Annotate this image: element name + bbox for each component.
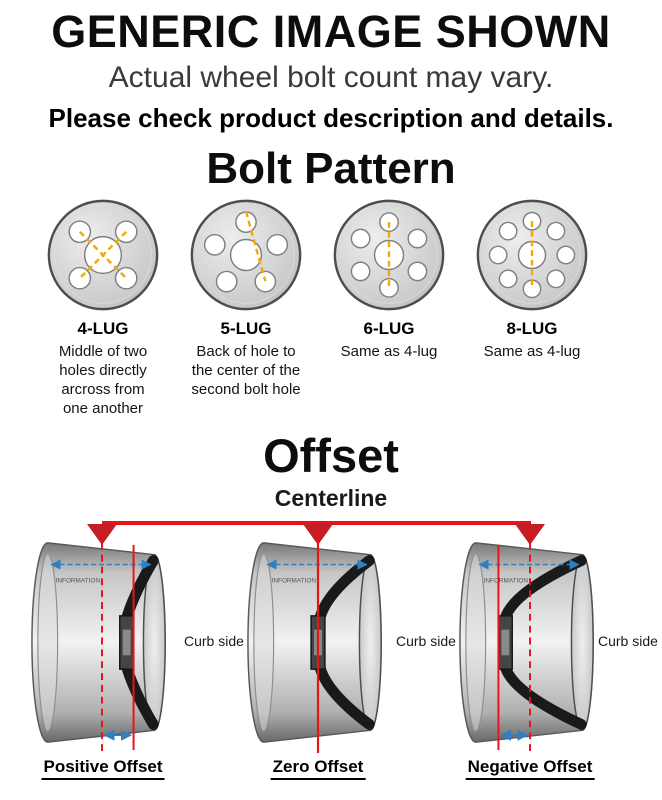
bolt-holes xyxy=(68,220,138,290)
center-bore xyxy=(229,238,263,272)
hub-bore xyxy=(501,629,510,656)
rim-lip xyxy=(253,552,275,732)
barrel-text: INFORMATION xyxy=(56,577,101,584)
curb-side-label: Curb side xyxy=(396,632,456,649)
bolt-count-subtitle: Actual wheel bolt count may vary. xyxy=(108,60,554,94)
8-lug-wheel-diagram xyxy=(476,199,588,311)
lug-item-6: 6-LUG Same as 4-lug xyxy=(319,197,459,418)
lug-label: 6-LUG xyxy=(363,318,415,338)
lug-description: Back of hole to the center of the second… xyxy=(191,342,301,398)
generic-image-title: GENERIC IMAGE SHOWN xyxy=(51,6,611,57)
rim-lip xyxy=(465,552,487,732)
wheel-face xyxy=(142,553,166,731)
check-description-note: Please check product description and det… xyxy=(48,103,614,134)
offset-diagram: Centerline INFORMATION xyxy=(0,483,662,789)
wheel-face xyxy=(570,553,594,731)
centerline-bar xyxy=(102,520,531,525)
bolt-pattern-title: Bolt Pattern xyxy=(206,144,456,194)
lug-label: 8-LUG xyxy=(506,318,558,338)
curb-side-label: Curb side xyxy=(598,632,658,649)
lug-description: Same as 4-lug xyxy=(483,342,581,360)
bolt-holes xyxy=(203,211,289,293)
bolt-holes xyxy=(488,211,576,299)
measure-line xyxy=(244,211,267,282)
barrel-text: INFORMATION xyxy=(484,577,529,584)
centerline-label: Centerline xyxy=(274,484,388,511)
5-lug-wheel-diagram xyxy=(190,199,302,311)
offset-section: Offset Centerline INFORMATION xyxy=(0,429,662,789)
lug-item-5: 5-LUG Back of hole to the center of the … xyxy=(176,197,316,418)
barrel-text: INFORMATION xyxy=(272,577,317,584)
zero-offset-wheel-diagram: INFORMATION xyxy=(247,530,382,753)
negative-offset-label: Negative Offset xyxy=(465,757,595,780)
curb-side-label: Curb side xyxy=(184,632,244,649)
lug-label: 5-LUG xyxy=(220,318,272,338)
hub-bore xyxy=(122,629,131,656)
lug-item-4: 4-LUG Middle of two holes directly arcro… xyxy=(33,197,173,418)
negative-offset-wheel-diagram: INFORMATION xyxy=(459,530,594,753)
measure-lines xyxy=(78,230,128,279)
rim-lip xyxy=(37,552,59,732)
bolt-pattern-section: Bolt Pattern 4-LUG Midd xyxy=(0,144,662,418)
lug-label: 4-LUG xyxy=(77,318,129,338)
positive-offset-label: Positive Offset xyxy=(41,757,165,780)
offset-title: Offset xyxy=(263,429,399,483)
lug-description: Same as 4-lug xyxy=(340,342,438,360)
wheel-face xyxy=(358,553,382,731)
positive-offset-wheel-diagram: INFORMATION xyxy=(31,530,166,753)
lug-description: Middle of two holes directly arcross fro… xyxy=(58,342,148,418)
4-lug-wheel-diagram xyxy=(47,199,159,311)
lug-row: 4-LUG Middle of two holes directly arcro… xyxy=(0,197,662,418)
6-lug-wheel-diagram xyxy=(333,199,445,311)
zero-offset-label: Zero Offset xyxy=(270,757,366,780)
bolt-holes xyxy=(350,212,428,298)
lug-item-8: 8-LUG Same as 4-lug xyxy=(462,197,602,418)
